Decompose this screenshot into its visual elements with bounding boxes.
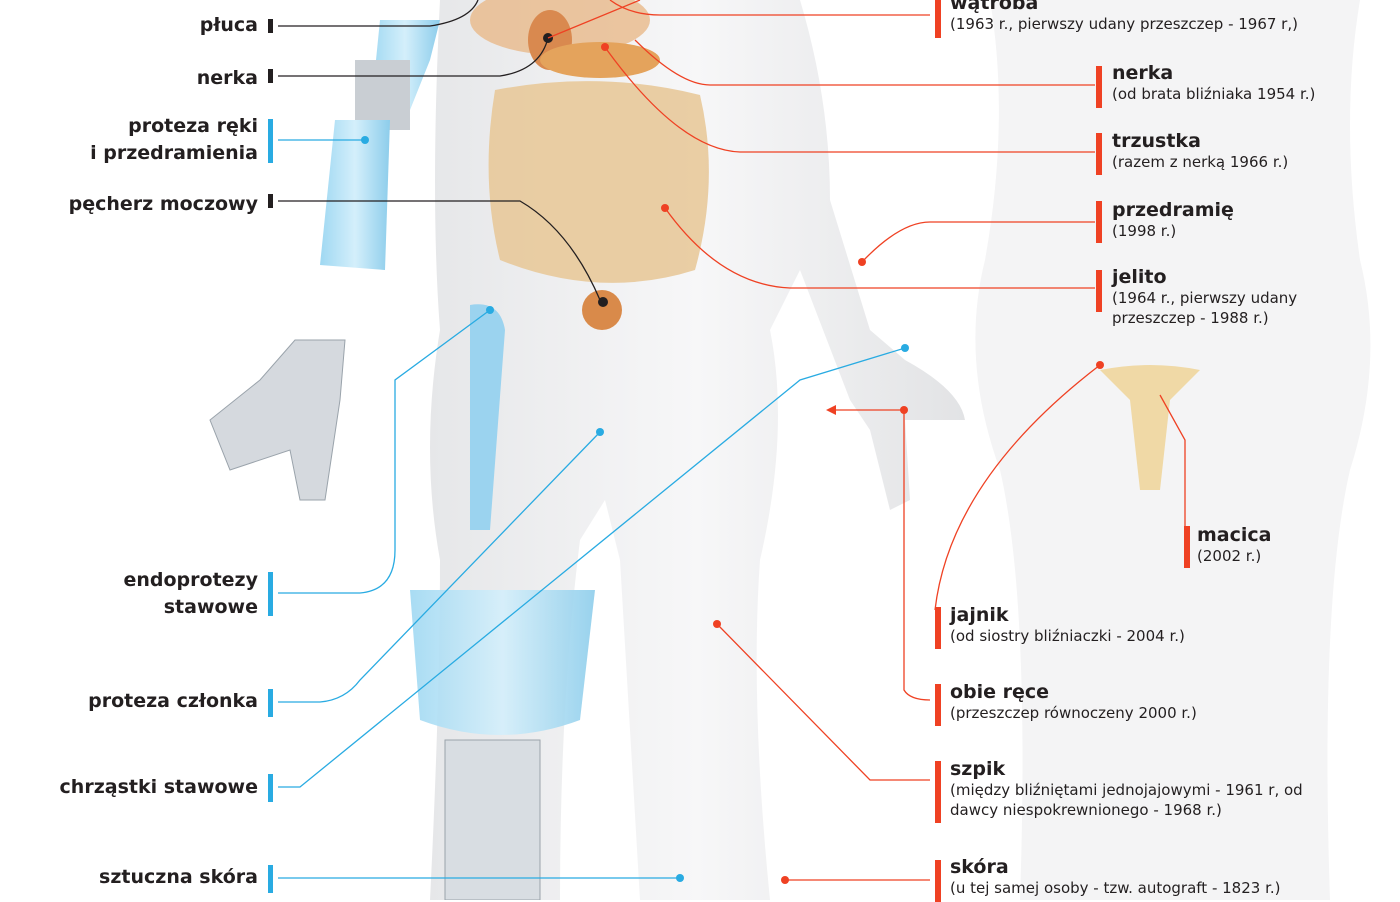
marker-pecherz — [268, 194, 273, 208]
title: obie ręce — [950, 681, 1050, 703]
label-line: endoprotezy — [123, 569, 258, 591]
hip-implant — [470, 304, 505, 530]
bladder-organ — [582, 290, 622, 330]
prosthetic-knee — [444, 739, 541, 900]
label-jelito: jelito(1964 r., pierwszy udany przeszcze… — [1112, 266, 1362, 328]
marker-obie-rece — [935, 684, 941, 726]
label-proteza-reki: proteza ręki i przedramienia — [90, 113, 258, 167]
desc: (1963 r., pierwszy udany przeszczep - 19… — [950, 15, 1298, 33]
uterus-organ — [1100, 365, 1200, 490]
marker-skora — [935, 860, 941, 902]
label-watroba: wątroba(1963 r., pierwszy udany przeszcz… — [950, 0, 1298, 34]
label-nerka-organ: nerka — [196, 67, 258, 89]
label-skora: skóra(u tej samej osoby - tzw. autograft… — [950, 856, 1281, 898]
marker-watroba — [935, 0, 941, 38]
title: jelito — [1112, 266, 1167, 288]
marker-nerka — [268, 69, 273, 83]
desc: (od siostry bliźniaczki - 2004 r.) — [950, 627, 1185, 645]
marker-pluca — [268, 19, 273, 33]
title: szpik — [950, 758, 1006, 780]
desc: (u tej samej osoby - tzw. autograft - 18… — [950, 879, 1281, 897]
title: przedramię — [1112, 199, 1234, 221]
desc: (2002 r.) — [1197, 547, 1262, 565]
label-nerka: nerka(od brata bliźniaka 1954 r.) — [1112, 62, 1315, 104]
desc: (od brata bliźniaka 1954 r.) — [1112, 85, 1316, 103]
desc: (przeszczep równoczeny 2000 r.) — [950, 704, 1197, 722]
desc: (razem z nerką 1966 r.) — [1112, 153, 1289, 171]
marker-jelito — [1096, 270, 1102, 312]
label-sztuczna-skora: sztuczna skóra — [99, 866, 258, 888]
female-silhouette — [975, 0, 1371, 900]
label-szpik: szpik(między bliźniętami jednojajowymi -… — [950, 758, 1305, 820]
marker-nerka — [1096, 66, 1102, 108]
label-proteza-czlonka: proteza członka — [88, 690, 258, 712]
marker-chrzastki — [268, 774, 273, 802]
label-trzustka: trzustka(razem z nerką 1966 r.) — [1112, 130, 1288, 172]
label-line: i przedramienia — [90, 142, 258, 164]
label-obie-rece: obie ręce(przeszczep równoczeny 2000 r.) — [950, 681, 1197, 723]
title: macica — [1197, 524, 1272, 546]
label-line: proteza ręki — [128, 115, 258, 137]
label-przedramie: przedramię(1998 r.) — [1112, 199, 1234, 241]
desc: (między bliźniętami jednojajowymi - 1961… — [950, 781, 1303, 819]
label-pecherz: pęcherz moczowy — [68, 193, 258, 215]
title: wątroba — [950, 0, 1039, 14]
label-endoprotezy: endoprotezy stawowe — [123, 567, 258, 621]
marker-endoprotezy — [268, 572, 273, 616]
label-chrzastki: chrząstki stawowe — [59, 776, 258, 798]
prosthetic-socket — [410, 590, 595, 735]
marker-trzustka — [1096, 133, 1102, 175]
marker-proteza-czlonka — [268, 689, 273, 717]
label-line: stawowe — [163, 596, 258, 618]
label-jajnik: jajnik(od siostry bliźniaczki - 2004 r.) — [950, 604, 1185, 646]
title: trzustka — [1112, 130, 1201, 152]
desc: (1998 r.) — [1112, 222, 1177, 240]
title: nerka — [1112, 62, 1174, 84]
marker-przedramie — [1096, 201, 1102, 243]
title: jajnik — [950, 604, 1009, 626]
intestine-organ — [488, 81, 709, 283]
marker-jajnik — [935, 607, 941, 649]
label-pluca: płuca — [199, 14, 258, 36]
pancreas-organ — [540, 42, 660, 78]
label-macica: macica(2002 r.) — [1197, 524, 1271, 566]
prosthetic-hand — [209, 339, 346, 501]
title: skóra — [950, 856, 1009, 878]
marker-sztuczna-skora — [268, 865, 273, 893]
marker-szpik — [935, 761, 941, 823]
marker-macica — [1184, 526, 1190, 568]
marker-proteza-reki — [268, 119, 273, 163]
desc: (1964 r., pierwszy udany przeszczep - 19… — [1112, 289, 1298, 327]
